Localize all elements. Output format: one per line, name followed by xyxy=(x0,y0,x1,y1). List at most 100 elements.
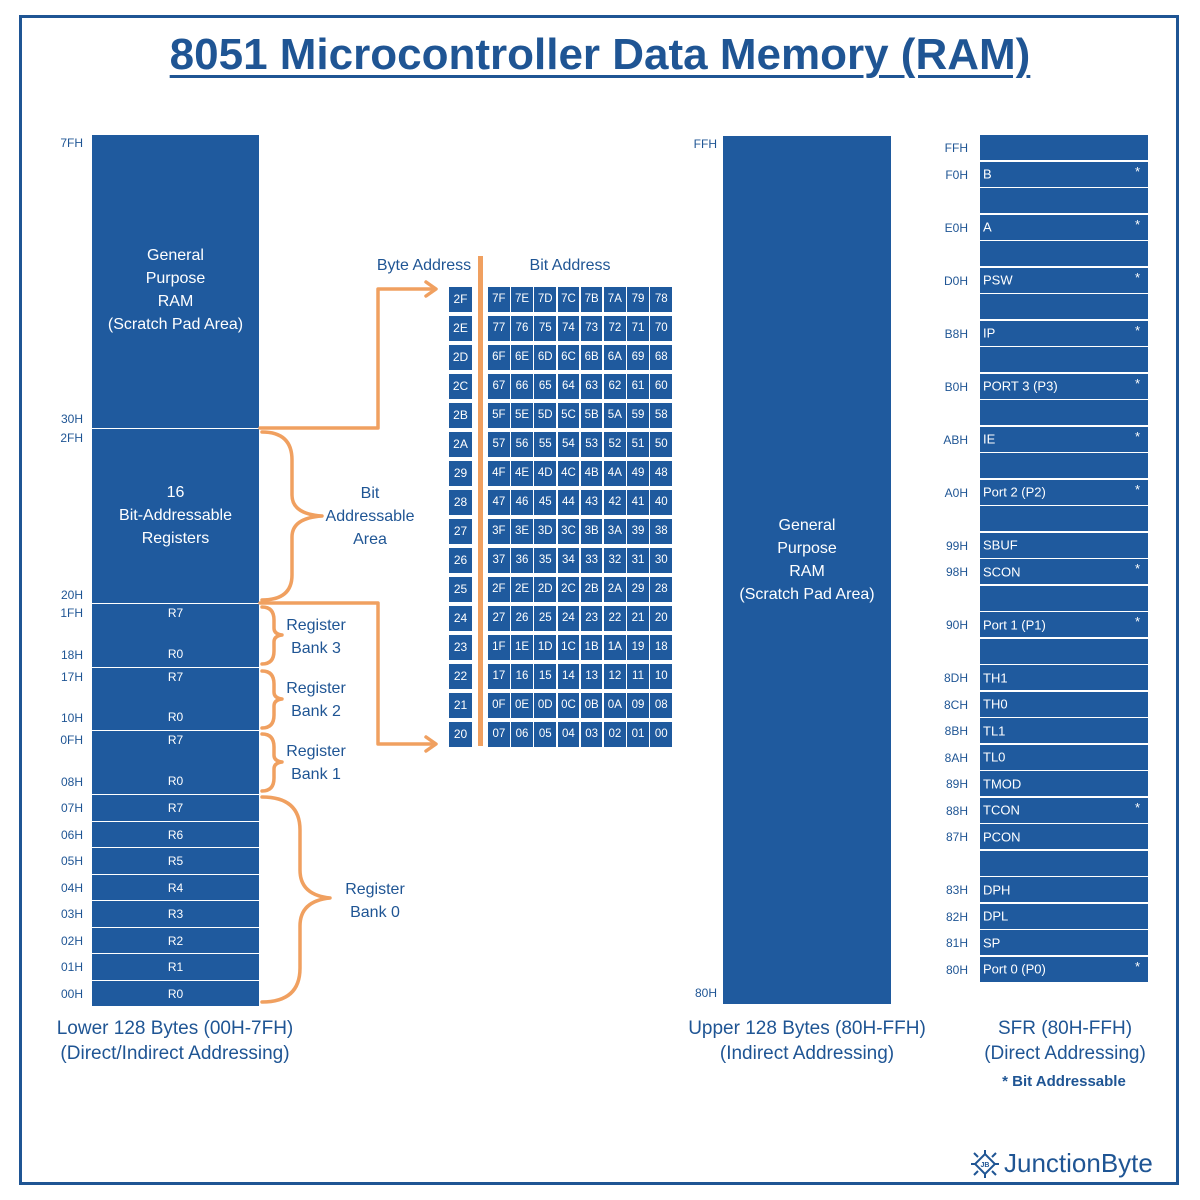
bit-address-cell: 7B xyxy=(580,287,603,312)
bit-area-label-line1: Bit xyxy=(360,485,380,502)
upper-addr-80h: 80H xyxy=(694,986,717,1000)
bit-address-cell: 05 xyxy=(534,722,557,747)
bit-addressable-note: * Bit Addressable xyxy=(1002,1073,1126,1090)
sfr-row: SCON* xyxy=(980,559,1148,584)
brace-bank3 xyxy=(260,605,284,666)
addr-10h: 10H xyxy=(60,711,83,725)
bank0-addr-label: 00H xyxy=(60,986,83,1001)
addr-0fh: 0FH xyxy=(60,733,83,747)
bit-address-cell: 69 xyxy=(627,345,649,370)
upper-ram-line3: RAM xyxy=(789,563,825,580)
bit-addressable-star: * xyxy=(1134,163,1140,179)
sfr-address-label: F0H xyxy=(945,167,968,182)
sfr-row xyxy=(980,453,1148,478)
bank0-addr-label: 04H xyxy=(60,880,83,895)
sfr-address-label: 89H xyxy=(945,777,968,791)
bit-address-cell: 5E xyxy=(511,403,533,428)
bit-address-cell: 14 xyxy=(557,664,580,689)
sfr-row: TCON* xyxy=(980,797,1148,823)
bit-address-cell: 09 xyxy=(627,693,649,718)
bit-address-cell: 37 xyxy=(488,548,510,573)
byte-address-cell: 22 xyxy=(449,664,472,689)
bit-address-cell: 4C xyxy=(557,461,580,486)
bit-address-cell: 48 xyxy=(650,461,673,486)
bit-address-cell: 5A xyxy=(604,403,626,428)
bit-address-cell: 41 xyxy=(627,490,649,515)
bit-address-cell: 2E xyxy=(511,577,533,602)
bit-address-cell: 77 xyxy=(488,316,510,341)
bit-address-cell: 4E xyxy=(511,461,533,486)
bit-address-cell: 49 xyxy=(627,461,649,486)
bit-address-cell: 66 xyxy=(511,374,533,399)
bit-address-cell: 08 xyxy=(650,693,673,718)
bank0-row: R0 xyxy=(92,980,259,1006)
bit-address-cell: 4F xyxy=(488,461,510,486)
bit-address-cell: 24 xyxy=(557,606,580,631)
bit-addressable-star: * xyxy=(1134,216,1140,232)
bank1-label-line2: Bank 1 xyxy=(291,766,341,783)
bit-address-cell: 55 xyxy=(534,432,557,457)
arrow-to-2f xyxy=(258,287,437,430)
sfr-register-name: PCON xyxy=(983,829,1021,844)
sfr-caption-line1: SFR (80H-FFH) xyxy=(997,1018,1133,1039)
bit-address-cell: 0F xyxy=(488,693,510,718)
sfr-register-name: TL1 xyxy=(983,723,1006,738)
bit-address-cell: 2C xyxy=(557,577,580,602)
bit-area-label-line3: Area xyxy=(353,531,387,548)
bank0-label-line2: Bank 0 xyxy=(350,904,400,921)
bit-address-cell: 28 xyxy=(650,577,673,602)
sfr-address-label: 87H xyxy=(945,830,968,844)
bit-address-cell: 35 xyxy=(534,548,557,573)
addr-2fh: 2FH xyxy=(60,431,83,445)
bit-address-cell: 3D xyxy=(534,519,557,544)
sfr-register-name: SCON xyxy=(983,564,1021,579)
sfr-row: A* xyxy=(980,214,1148,240)
upper-ram-line1: General xyxy=(778,517,836,534)
bit-address-cell: 29 xyxy=(627,577,649,602)
lower-caption-line1: Lower 128 Bytes (00H-7FH) xyxy=(56,1018,294,1039)
lower-caption-line2: (Direct/Indirect Addressing) xyxy=(60,1043,290,1064)
bank3-label-line1: Register xyxy=(286,617,346,634)
byte-address-cell: 26 xyxy=(449,548,472,573)
bit-address-cell: 68 xyxy=(650,345,673,370)
bit-addressable-star: * xyxy=(1134,428,1140,444)
sfr-address-label: B8H xyxy=(944,326,968,341)
sfr-register-name: B xyxy=(983,166,992,182)
addr-20h: 20H xyxy=(60,588,83,602)
bit-address-cell: 6F xyxy=(488,345,510,370)
sfr-row: PORT 3 (P3)* xyxy=(980,373,1148,399)
addr-1fh: 1FH xyxy=(60,606,83,620)
bit-address-cell: 13 xyxy=(580,664,603,689)
sfr-row xyxy=(980,188,1148,213)
sfr-address-label: 82H xyxy=(945,909,968,924)
bank0-reg-label: R0 xyxy=(167,986,184,1001)
bit-address-cell: 1E xyxy=(511,635,533,660)
bit-address-cell: 51 xyxy=(627,432,649,457)
bit-address-cell: 7C xyxy=(557,287,580,312)
sfr-register-name: Port 2 (P2) xyxy=(983,484,1046,500)
bit-address-cell: 4B xyxy=(580,461,603,486)
bit-address-cell: 4A xyxy=(604,461,626,486)
bank0-row: R6 xyxy=(92,821,259,847)
bit-address-cell: 78 xyxy=(650,287,673,312)
sfr-address-label: 83H xyxy=(945,883,968,897)
bank0-addr-label: 02H xyxy=(60,933,83,948)
byte-address-header: Byte Address xyxy=(376,257,472,274)
bit-address-cell: 26 xyxy=(511,606,533,631)
brand-name: JunctionByte xyxy=(1004,1148,1153,1178)
byte-address-cell: 25 xyxy=(449,577,472,602)
bit-address-cell: 33 xyxy=(580,548,603,573)
addr-30h: 30H xyxy=(60,412,83,426)
bit-address-cell: 6C xyxy=(557,345,580,370)
sfr-row xyxy=(980,294,1148,319)
sfr-address-label: 8DH xyxy=(943,671,968,685)
register-bank-2-block: R7 R0 xyxy=(92,668,259,730)
sfr-register-name: TL0 xyxy=(983,749,1006,765)
gp-ram-line1: General xyxy=(147,247,204,264)
byte-address-cell: 2E xyxy=(449,316,472,341)
register-bank-3-block: R7 R0 xyxy=(92,604,259,667)
bit-address-cell: 03 xyxy=(580,722,603,747)
sfr-address-label: E0H xyxy=(944,220,968,235)
ba-line3: Registers xyxy=(141,530,210,547)
bit-address-cell: 76 xyxy=(511,316,533,341)
